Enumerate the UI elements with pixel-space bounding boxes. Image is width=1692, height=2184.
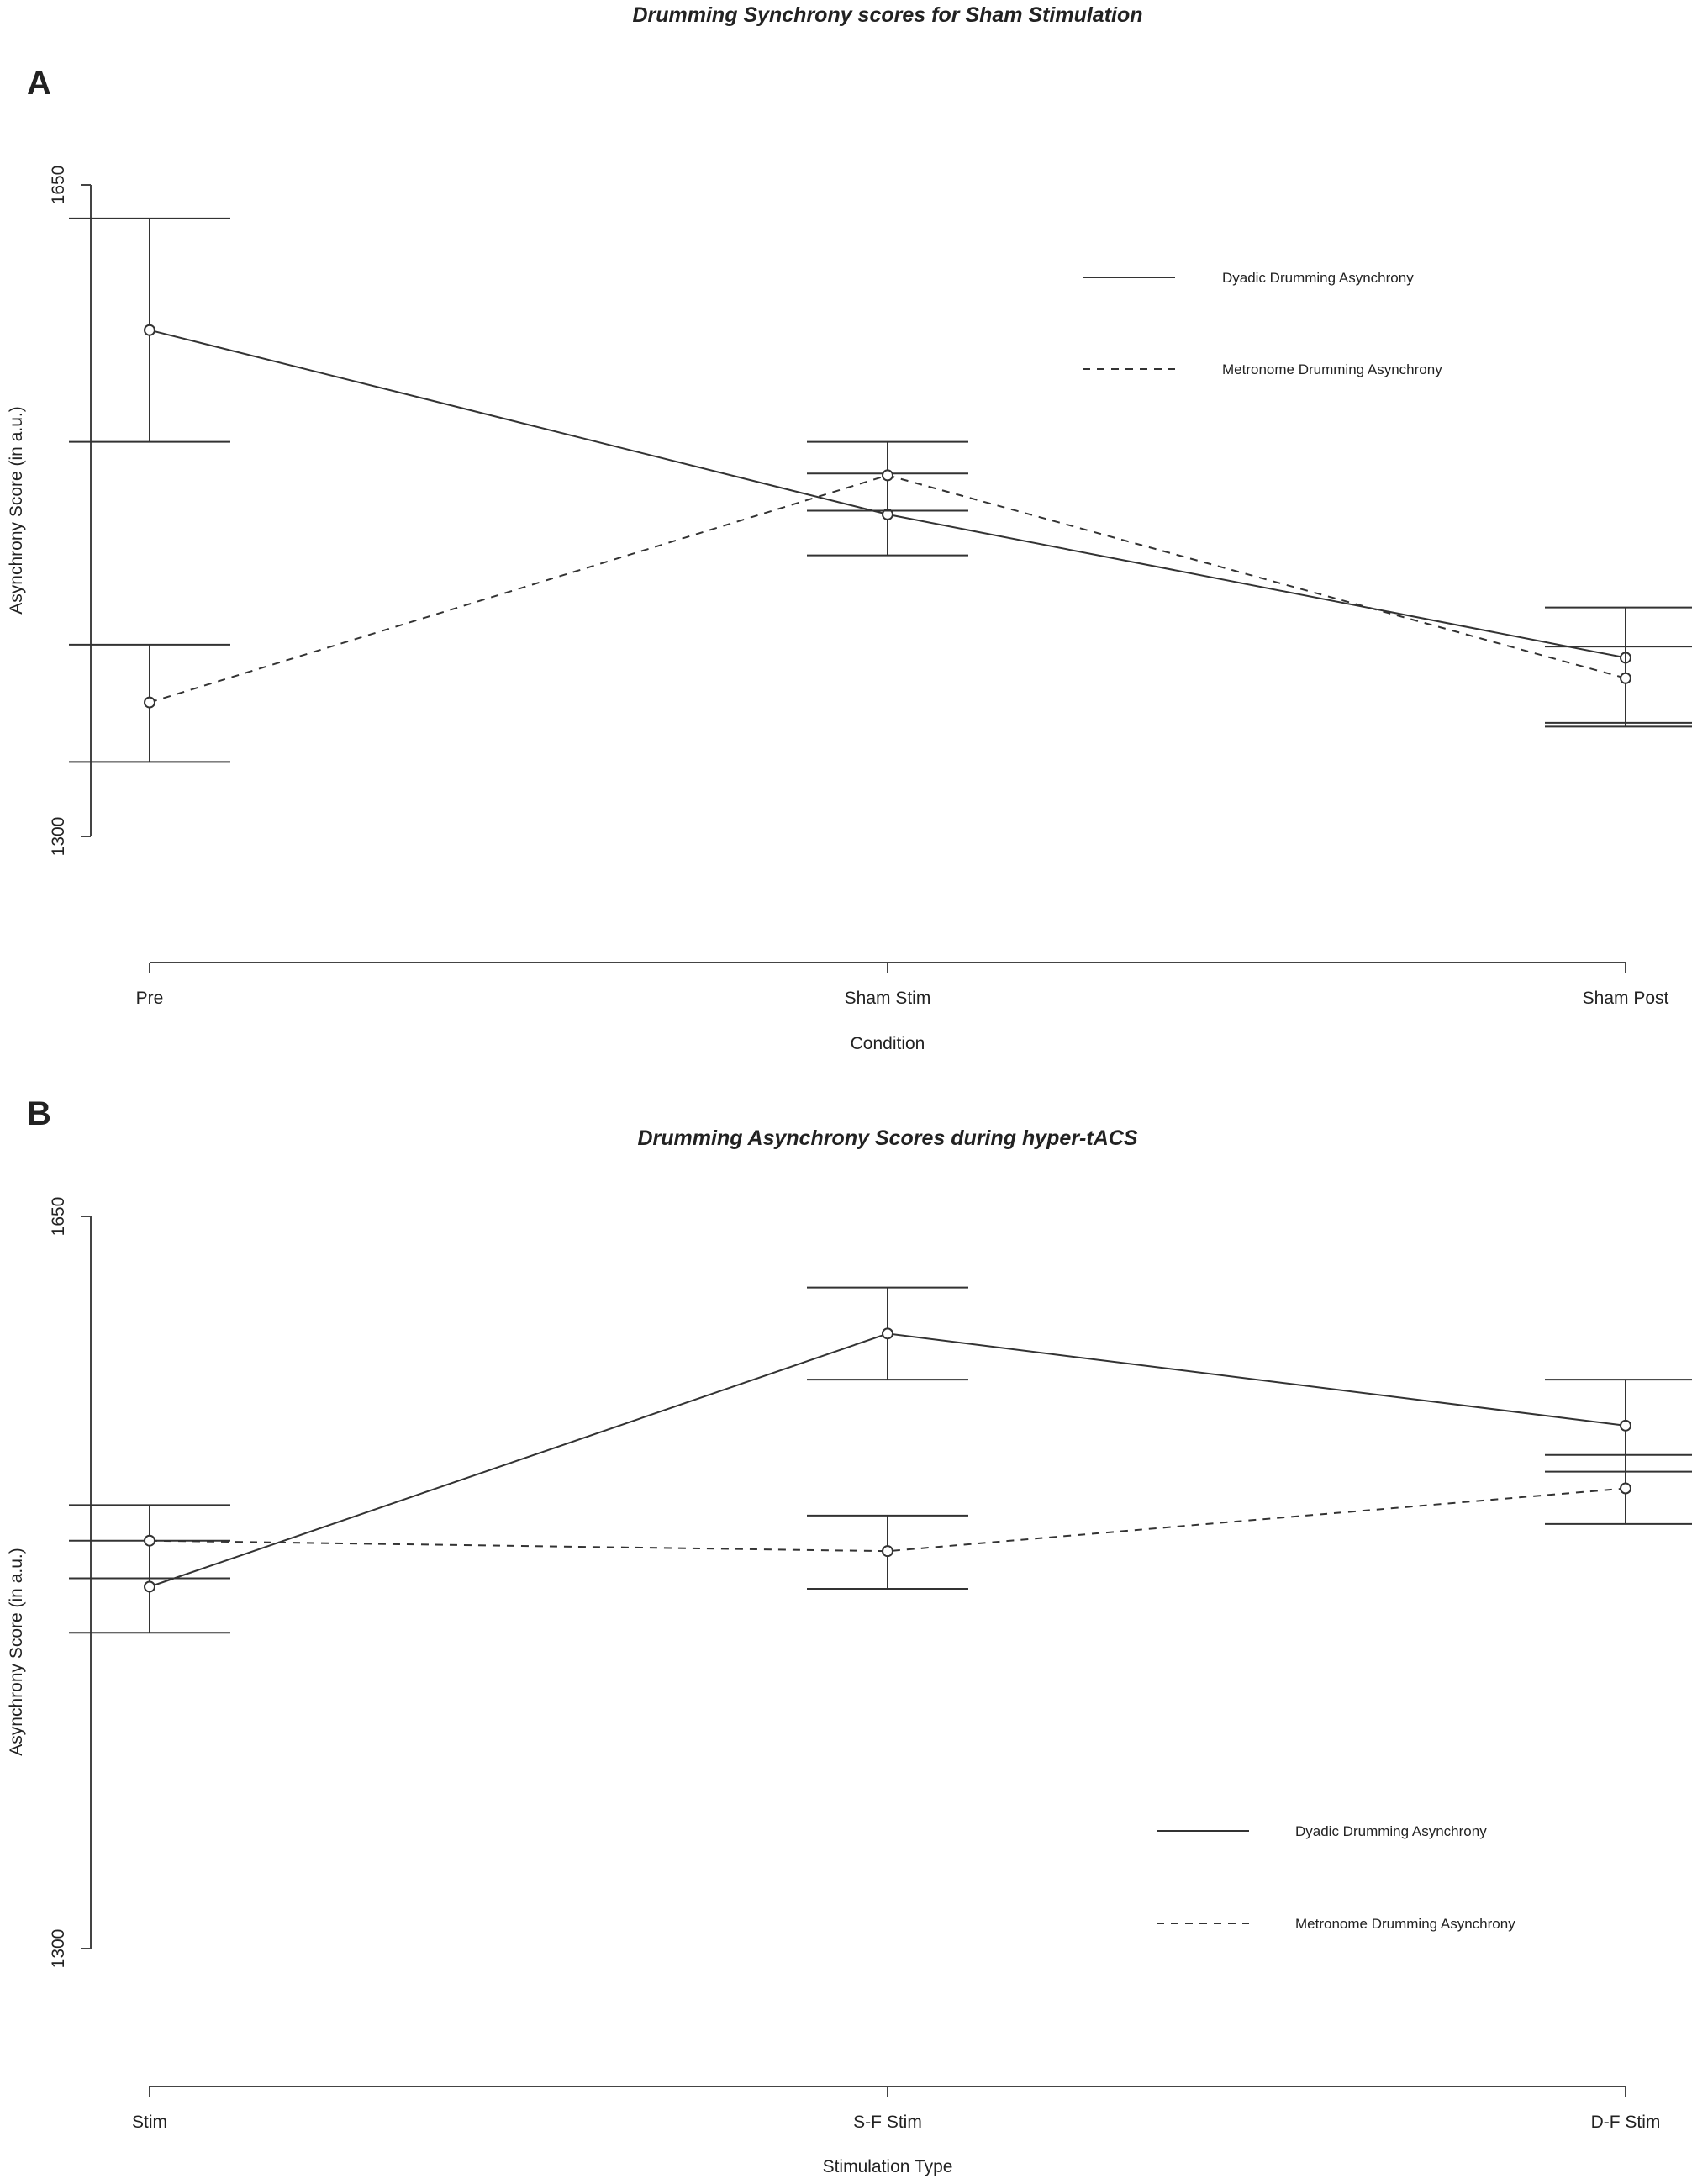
legend-b: Dyadic Drumming Asynchrony Metronome Dru… [1157, 1823, 1515, 1932]
x-tick-label-a-2: Sham Post [1583, 989, 1669, 1008]
data-point-b-dyadic-2 [1620, 1419, 1631, 1432]
y-axis-title-b: Asynchrony Score (in a.u.) [7, 1548, 26, 1755]
legend-b-label-metronome: Metronome Drumming Asynchrony [1295, 1916, 1515, 1932]
data-point-b-dyadic-0 [144, 1580, 155, 1593]
x-axis-title-a: Condition [851, 1034, 925, 1053]
data-point-a-dyadic-0 [144, 324, 155, 336]
panel-label-a: A [27, 65, 51, 102]
y-tick-label-a-bottom: 1300 [49, 817, 68, 857]
legend-a: Dyadic Drumming Asynchrony Metronome Dru… [1083, 270, 1442, 377]
y-axis-title-a: Asynchrony Score (in a.u.) [7, 406, 26, 614]
x-tick-label-a-0: Pre [136, 989, 164, 1008]
data-point-a-metronome-0 [144, 696, 155, 709]
panel-label-b: B [27, 1095, 51, 1132]
legend-b-label-dyadic: Dyadic Drumming Asynchrony [1295, 1823, 1487, 1839]
x-tick-label-b-0: Stim [132, 2113, 167, 2132]
data-point-b-metronome-0 [144, 1534, 155, 1547]
chart-title-b: Drumming Asynchrony Scores during hyper-… [638, 1126, 1138, 1150]
x-tick-label-a-1: Sham Stim [845, 989, 931, 1008]
data-point-b-metronome-1 [882, 1545, 893, 1558]
y-tick-label-a-top: 1650 [49, 166, 68, 205]
plot-marks-a [69, 217, 1692, 763]
legend-a-label-metronome: Metronome Drumming Asynchrony [1222, 361, 1442, 377]
panel-b: B Drumming Asynchrony Scores during hype… [7, 1095, 1692, 2176]
panel-a: Drumming Synchrony scores for Sham Stimu… [7, 3, 1692, 1053]
series-line-b-metronome [149, 1487, 1626, 1553]
legend-a-label-dyadic: Dyadic Drumming Asynchrony [1222, 270, 1414, 286]
chart-title-a: Drumming Synchrony scores for Sham Stimu… [632, 3, 1142, 27]
x-tick-label-b-1: S-F Stim [853, 2113, 922, 2132]
x-axis-title-b: Stimulation Type [823, 2157, 953, 2176]
data-point-a-metronome-2 [1620, 672, 1631, 684]
y-tick-label-b-top: 1650 [49, 1197, 68, 1237]
y-tick-label-b-bottom: 1300 [49, 1929, 68, 1969]
data-point-b-metronome-2 [1620, 1482, 1631, 1495]
plot-marks-b [69, 1286, 1692, 1634]
data-point-a-metronome-1 [882, 469, 893, 482]
x-tick-label-b-2: D-F Stim [1591, 2113, 1661, 2132]
data-point-b-dyadic-1 [882, 1327, 893, 1340]
